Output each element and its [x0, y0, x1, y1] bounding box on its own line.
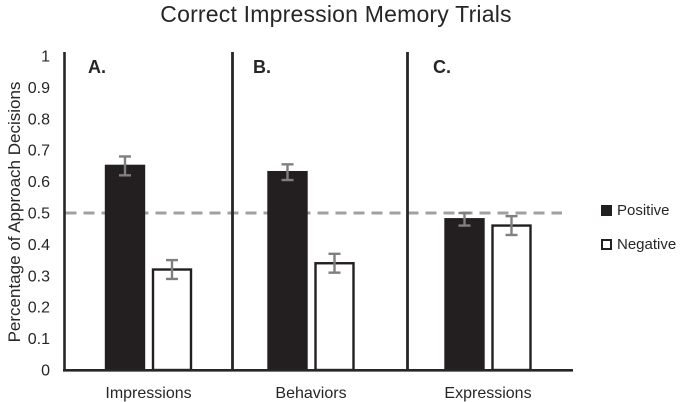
bar-behaviors-positive: [267, 170, 308, 372]
x-category-label: Behaviors: [275, 385, 346, 402]
x-category-label: Expressions: [444, 385, 531, 402]
bar-behaviors-negative: [314, 262, 355, 372]
positive-swatch-icon: [601, 205, 612, 216]
negative-swatch-icon: [601, 239, 612, 250]
legend-item-negative: Negative: [601, 236, 676, 253]
legend-label: Negative: [617, 236, 677, 253]
y-tick-label: 0.8: [28, 111, 50, 128]
legend-label: Positive: [617, 202, 670, 219]
bar-impressions-positive: [104, 164, 146, 372]
y-tick-label: 1: [41, 49, 50, 66]
bar-impressions-negative: [151, 268, 193, 372]
x-category-label: Impressions: [105, 385, 191, 402]
y-tick-label: 0.7: [28, 143, 50, 160]
y-tick-label: 0.9: [28, 80, 50, 97]
y-tick-label: 0.3: [28, 268, 50, 285]
y-tick-label: 0.6: [28, 174, 50, 191]
y-tick-label: 0: [41, 363, 50, 380]
bar-expressions-negative: [491, 224, 532, 372]
y-tick-label: 0.2: [28, 300, 50, 317]
bar-expressions-positive: [444, 218, 485, 372]
panel-letter: B.: [253, 57, 271, 77]
panel-letter: A.: [88, 57, 106, 77]
y-tick-label: 0.5: [28, 206, 50, 223]
y-tick-label: 0.1: [28, 331, 50, 348]
legend-item-positive: Positive: [601, 202, 676, 219]
chart-title: Correct Impression Memory Trials: [160, 1, 512, 27]
panel-letter: C.: [433, 57, 451, 77]
y-tick-label: 0.4: [28, 237, 50, 254]
legend: Positive Negative: [601, 202, 676, 270]
